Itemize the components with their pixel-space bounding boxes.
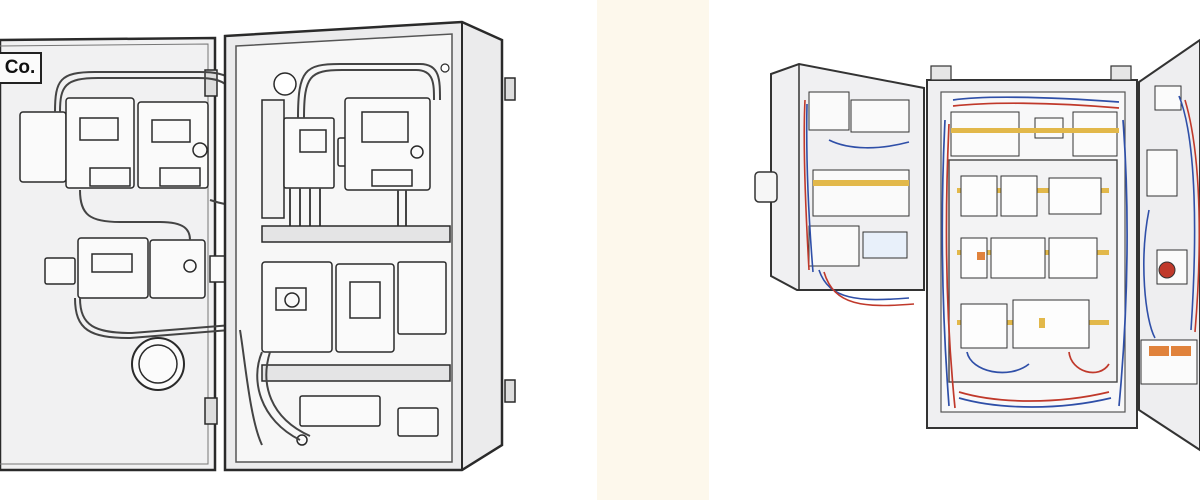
- vertical-wire-duct: [261, 99, 285, 219]
- brand-label: Co.: [0, 52, 42, 84]
- inner-devices: [960, 175, 1102, 349]
- horizontal-wire-duct: [261, 225, 451, 243]
- left-cabinet-drawing: [0, 20, 516, 472]
- door-contactor-group-middle: [44, 237, 231, 299]
- divider-strip: [597, 0, 709, 500]
- right-cabinet-drawing: [754, 38, 1200, 452]
- left-door-wiring: [803, 99, 915, 307]
- door-handle: [754, 171, 778, 203]
- door-contactor-group-top: [19, 97, 209, 189]
- hinge-bottom: [204, 397, 218, 425]
- terminal-block-area: [296, 395, 439, 446]
- cable-gland: [273, 72, 297, 96]
- right-cabinet-illustration: [709, 0, 1200, 500]
- hinge-top: [204, 69, 218, 97]
- emergency-button: [1158, 261, 1176, 279]
- left-cabinet-illustration: Co.: [0, 0, 597, 500]
- left-door-devices: [808, 91, 910, 267]
- enclosure-upper-wires: [289, 63, 441, 226]
- door-porthole: [131, 337, 185, 391]
- lower-wire-duct: [261, 364, 451, 382]
- enclosure-lower-devices: [261, 261, 447, 353]
- inner-accent-terminals: [977, 252, 1045, 328]
- main-wiring: [941, 96, 1128, 409]
